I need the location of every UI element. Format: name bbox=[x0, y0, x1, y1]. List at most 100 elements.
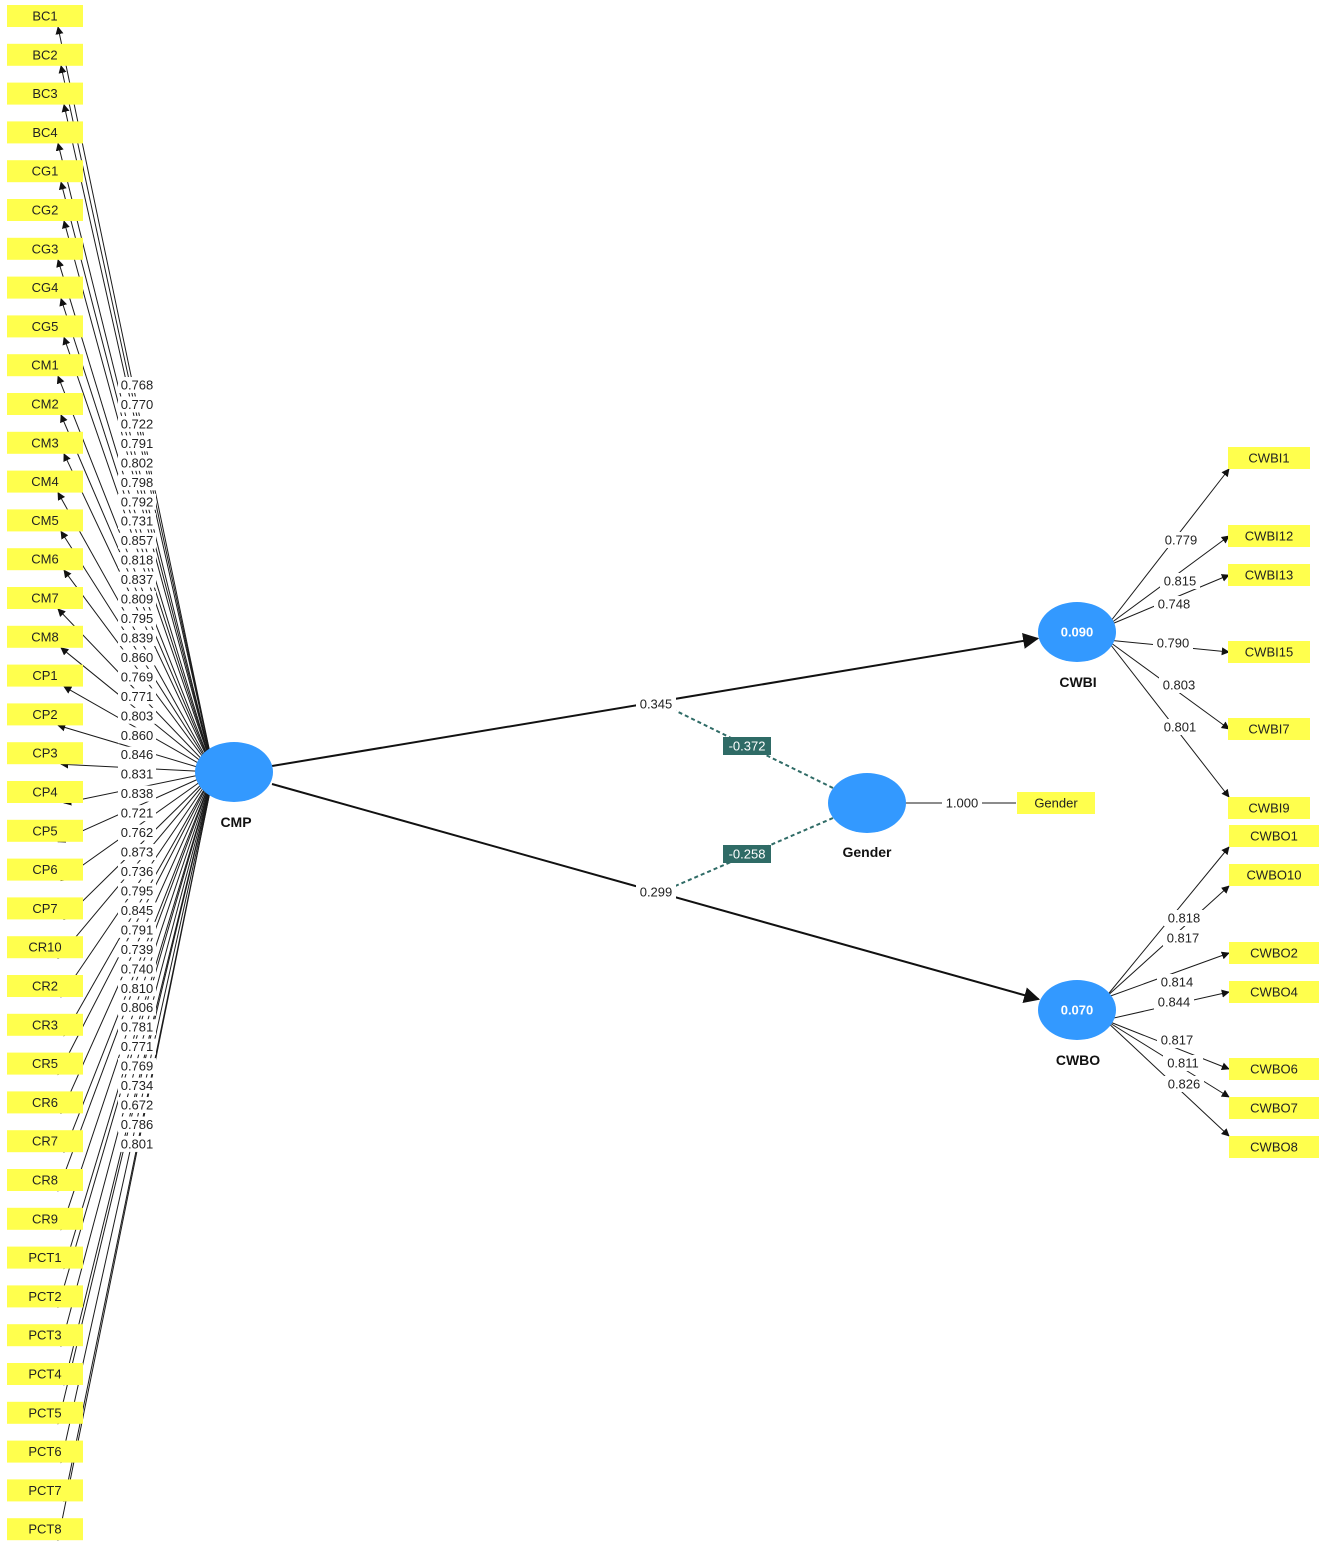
indicator-cr2[interactable]: CR2 bbox=[7, 975, 83, 997]
indicator-label: CM4 bbox=[31, 474, 58, 489]
indicator-cwbo4[interactable]: CWBO4 bbox=[1229, 981, 1319, 1003]
indicator-cwbo1[interactable]: CWBO1 bbox=[1229, 825, 1319, 847]
indicator-cp2[interactable]: CP2 bbox=[7, 703, 83, 726]
indicator-box bbox=[7, 276, 83, 299]
indicator-cr3[interactable]: CR3 bbox=[7, 1013, 83, 1036]
indicator-bc4[interactable]: BC4 bbox=[7, 121, 83, 144]
loading-value: 0.748 bbox=[1158, 597, 1191, 612]
indicator-cm2[interactable]: CM2 bbox=[7, 393, 83, 415]
indicator-box bbox=[1229, 825, 1319, 847]
indicator-pct1[interactable]: PCT1 bbox=[7, 1246, 83, 1269]
indicator-label: CWBI1 bbox=[1248, 451, 1289, 466]
loading-label-bg bbox=[118, 727, 156, 744]
construct-gender[interactable]: Gender bbox=[828, 773, 906, 860]
loading-edge-cwbi9 bbox=[1106, 639, 1230, 798]
indicator-cwbi1[interactable]: CWBI1 bbox=[1228, 447, 1310, 469]
indicator-cg4[interactable]: CG4 bbox=[7, 276, 83, 299]
indicator-cp4[interactable]: CP4 bbox=[7, 781, 83, 803]
construct-cmp[interactable]: CMP bbox=[195, 742, 273, 830]
indicator-label: CWBO10 bbox=[1247, 868, 1302, 883]
loading-label: 0.826 bbox=[1164, 1076, 1204, 1092]
indicator-box bbox=[7, 1324, 83, 1347]
indicator-cg2[interactable]: CG2 bbox=[7, 199, 83, 221]
loading-label: 0.771 bbox=[118, 688, 156, 705]
indicator-cwbo6[interactable]: CWBO6 bbox=[1229, 1058, 1319, 1080]
loading-value: 0.798 bbox=[121, 475, 154, 490]
indicator-cwbi9[interactable]: CWBI9 bbox=[1228, 797, 1310, 819]
indicator-label: CR3 bbox=[32, 1017, 58, 1032]
indicator-cwbi15[interactable]: CWBI15 bbox=[1228, 641, 1310, 663]
indicator-cg5[interactable]: CG5 bbox=[7, 315, 83, 338]
loading-value: 0.736 bbox=[121, 864, 154, 879]
indicator-box bbox=[1229, 1058, 1319, 1080]
loading-label: 0.860 bbox=[118, 649, 156, 666]
indicator-cr5[interactable]: CR5 bbox=[7, 1052, 83, 1075]
indicator-cg3[interactable]: CG3 bbox=[7, 237, 83, 260]
loading-label: 0.806 bbox=[118, 999, 156, 1016]
indicator-cr10[interactable]: CR10 bbox=[7, 936, 83, 959]
indicator-cm8[interactable]: CM8 bbox=[7, 625, 83, 648]
indicator-cr8[interactable]: CR8 bbox=[7, 1169, 83, 1191]
indicator-pct5[interactable]: PCT5 bbox=[7, 1401, 83, 1424]
indicator-pct4[interactable]: PCT4 bbox=[7, 1363, 83, 1385]
indicator-box bbox=[7, 1285, 83, 1308]
indicator-cg1[interactable]: CG1 bbox=[7, 160, 83, 183]
indicator-cm6[interactable]: CM6 bbox=[7, 548, 83, 571]
indicator-pct7[interactable]: PCT7 bbox=[7, 1479, 83, 1502]
loading-label: 0.786 bbox=[118, 1116, 156, 1133]
indicator-cm1[interactable]: CM1 bbox=[7, 354, 83, 377]
loading-value: 0.731 bbox=[121, 514, 154, 529]
indicator-cp5[interactable]: CP5 bbox=[7, 819, 83, 842]
indicator-cwbo10[interactable]: CWBO10 bbox=[1229, 864, 1319, 886]
indicator-cwbi7[interactable]: CWBI7 bbox=[1228, 718, 1310, 740]
indicator-cwbi12[interactable]: CWBI12 bbox=[1228, 525, 1310, 547]
indicator-label: BC2 bbox=[32, 47, 57, 62]
loading-label-bg bbox=[118, 454, 156, 471]
indicator-bc3[interactable]: BC3 bbox=[7, 82, 83, 105]
indicator-box bbox=[7, 625, 83, 648]
indicator-cwbi13[interactable]: CWBI13 bbox=[1228, 564, 1310, 586]
loading-value: 0.838 bbox=[121, 786, 154, 801]
indicator-label: CP7 bbox=[32, 901, 57, 916]
loading-label: 0.722 bbox=[118, 415, 156, 432]
indicator-cp6[interactable]: CP6 bbox=[7, 858, 83, 881]
indicator-cp7[interactable]: CP7 bbox=[7, 897, 83, 920]
indicator-cwbo8[interactable]: CWBO8 bbox=[1229, 1136, 1319, 1158]
indicator-cr6[interactable]: CR6 bbox=[7, 1091, 83, 1114]
indicator-box bbox=[7, 1518, 83, 1541]
indicator-cp1[interactable]: CP1 bbox=[7, 664, 83, 687]
loading-label: 0.846 bbox=[118, 746, 156, 763]
loading-label: 0.739 bbox=[118, 941, 156, 958]
loading-value: 0.672 bbox=[121, 1098, 154, 1113]
indicator-cr7[interactable]: CR7 bbox=[7, 1130, 83, 1153]
indicator-label: CWBI7 bbox=[1248, 722, 1289, 737]
indicator-cm5[interactable]: CM5 bbox=[7, 509, 83, 532]
indicator-cm7[interactable]: CM7 bbox=[7, 587, 83, 609]
indicator-cm4[interactable]: CM4 bbox=[7, 470, 83, 493]
loading-label: 0.817 bbox=[1163, 930, 1203, 946]
indicator-cwbo2[interactable]: CWBO2 bbox=[1229, 942, 1319, 964]
loading-label: 0.810 bbox=[118, 980, 156, 997]
loading-label-bg bbox=[118, 824, 156, 841]
indicator-bc2[interactable]: BC2 bbox=[7, 43, 83, 66]
indicator-cwbo7[interactable]: CWBO7 bbox=[1229, 1097, 1319, 1119]
loading-label-bg bbox=[1164, 1076, 1204, 1092]
construct-ellipse bbox=[1038, 602, 1116, 662]
indicator-pct6[interactable]: PCT6 bbox=[7, 1440, 83, 1463]
indicator-bc1[interactable]: BC1 bbox=[7, 5, 83, 27]
indicator-gender[interactable]: Gender bbox=[1017, 792, 1095, 814]
indicator-box bbox=[1229, 1097, 1319, 1119]
indicator-pct8[interactable]: PCT8 bbox=[7, 1518, 83, 1541]
loading-label: 0.818 bbox=[118, 552, 156, 569]
indicator-cr9[interactable]: CR9 bbox=[7, 1207, 83, 1230]
loading-value: 0.846 bbox=[121, 747, 154, 762]
indicator-pct2[interactable]: PCT2 bbox=[7, 1285, 83, 1308]
indicator-cm3[interactable]: CM3 bbox=[7, 431, 83, 454]
loading-label-bg bbox=[118, 1058, 156, 1075]
loading-label-bg bbox=[118, 805, 156, 822]
indicator-cp3[interactable]: CP3 bbox=[7, 742, 83, 765]
construct-name: CWBI bbox=[1059, 674, 1096, 690]
indicator-pct3[interactable]: PCT3 bbox=[7, 1324, 83, 1347]
